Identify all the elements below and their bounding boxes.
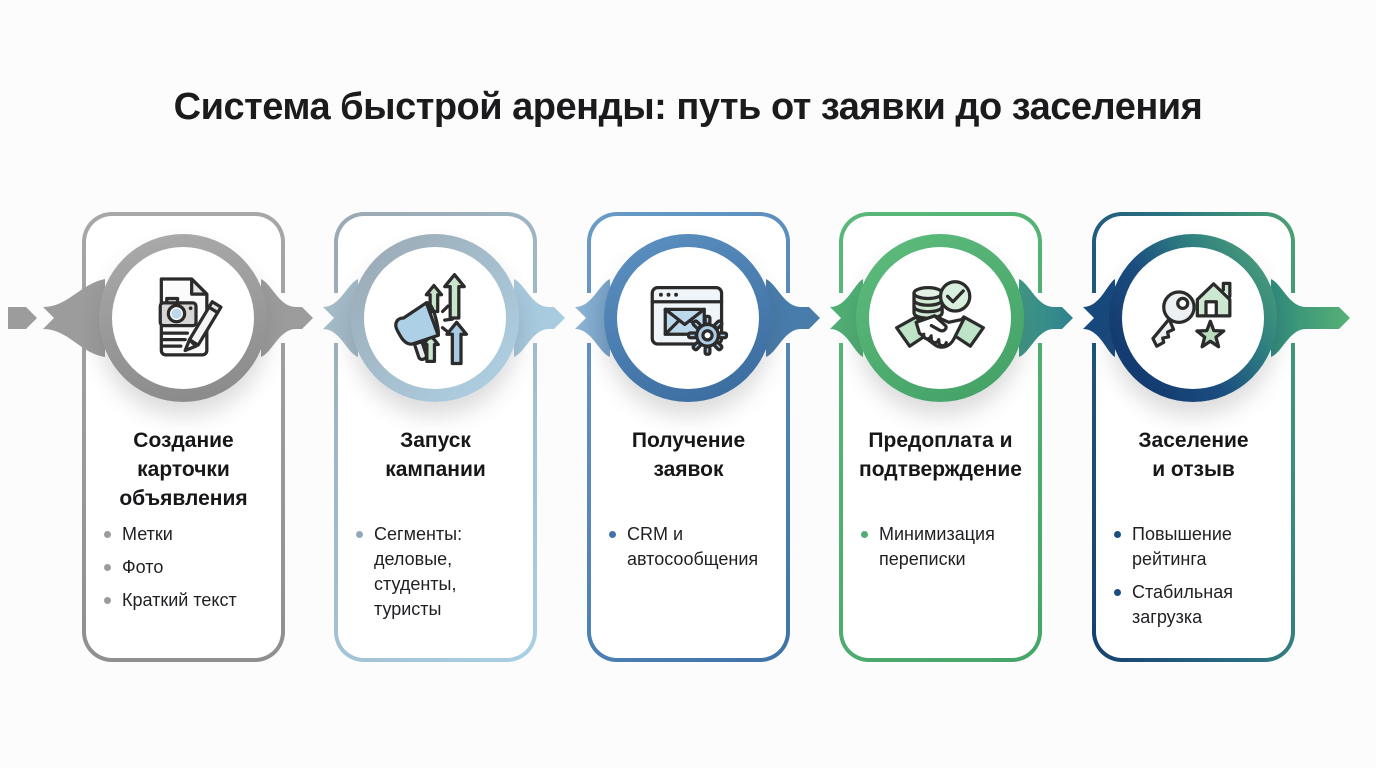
border-gap — [837, 293, 846, 343]
browser-mail-gear-icon — [650, 286, 729, 356]
step-bullet-list: Повышение рейтинга Стабильная загрузка — [1114, 522, 1287, 638]
step-card-campaign-launch: Запуск кампании Сегменты: деловые, студе… — [332, 212, 539, 662]
step-title: Получение заявок — [631, 429, 746, 481]
border-gap — [332, 293, 341, 343]
step-title: Предоплата и подтверждение — [859, 429, 1022, 481]
bullet-dot — [356, 531, 363, 538]
list-item: Метки — [104, 522, 277, 547]
step-title: Создание карточки объявления — [119, 429, 248, 510]
list-item: Фото — [104, 555, 277, 580]
step-bullet-list: Минимизация переписки — [861, 522, 1034, 580]
border-gap — [80, 293, 89, 343]
bullet-dot — [104, 597, 111, 604]
step-card-prepayment-confirmation: Предоплата и подтверждение Минимизация п… — [837, 212, 1044, 662]
bullet-dot — [609, 531, 616, 538]
step-card-movein-review: Заселение и отзыв Повышение рейтинга Ста… — [1090, 212, 1297, 662]
step-bullet-list: Сегменты: деловые, студенты, туристы — [356, 522, 529, 630]
bullet-dot — [104, 531, 111, 538]
list-item: Повышение рейтинга — [1114, 522, 1287, 572]
bullet-dot — [1114, 531, 1121, 538]
step-circle — [856, 234, 1024, 402]
step-card-receiving-requests: Получение заявок CRM и автосообщения — [585, 212, 792, 662]
bullet-dot — [1114, 589, 1121, 596]
list-item: Стабильная загрузка — [1114, 580, 1287, 630]
list-item: Краткий текст — [104, 588, 277, 613]
step-circle — [604, 234, 772, 402]
step-card-listing-creation: Создание карточки объявления Метки Фото … — [80, 212, 287, 662]
border-gap — [1035, 293, 1044, 343]
border-gap — [1288, 293, 1297, 343]
step-circle — [99, 234, 267, 402]
border-gap — [783, 293, 792, 343]
handshake-coins-check-icon — [895, 280, 985, 349]
key-house-star-icon — [1151, 281, 1232, 349]
step-circle — [351, 234, 519, 402]
border-gap — [585, 293, 594, 343]
megaphone-growth-arrows-icon — [394, 273, 469, 366]
border-gap — [530, 293, 539, 343]
border-gap — [1090, 293, 1099, 343]
list-item: Минимизация переписки — [861, 522, 1034, 572]
step-bullet-list: CRM и автосообщения — [609, 522, 782, 580]
step-title: Заселение и отзыв — [1138, 429, 1249, 481]
list-item: Сегменты: деловые, студенты, туристы — [356, 522, 529, 622]
page-title: Система быстрой аренды: путь от заявки д… — [173, 86, 1203, 128]
step-title: Запуск кампании — [385, 429, 486, 481]
list-item: CRM и автосообщения — [609, 522, 782, 572]
step-bullet-list: Метки Фото Краткий текст — [104, 522, 277, 621]
step-circle — [1109, 234, 1277, 402]
bullet-dot — [104, 564, 111, 571]
document-camera-pencil-icon — [158, 277, 223, 357]
border-gap — [278, 293, 287, 343]
bullet-dot — [861, 531, 868, 538]
